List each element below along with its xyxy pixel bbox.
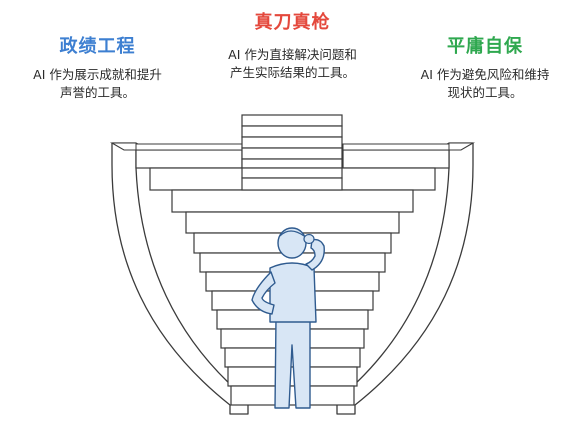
person-left-arm <box>251 271 276 315</box>
political-project-description: AI 作为展示成就和提升 声誉的工具。 <box>10 66 185 102</box>
political-project-desc-line-1: AI 作为展示成就和提升 <box>33 67 162 82</box>
mediocre-self-protection-desc-line-2: 现状的工具。 <box>447 85 523 100</box>
person-torso <box>269 262 317 323</box>
political-project-section: 政绩工程 AI 作为展示成就和提升 声誉的工具。 <box>10 36 185 102</box>
center-stack-plank <box>241 177 343 191</box>
mediocre-self-protection-section: 平庸自保 AI 作为避免风险和维持 现状的工具。 <box>395 36 575 102</box>
real-action-section: 真刀真枪 AI 作为直接解决问题和 产生实际结果的工具。 <box>195 12 390 82</box>
center-stack-plank <box>241 125 343 138</box>
right-top-shelf <box>342 149 450 169</box>
stair-step <box>230 385 355 406</box>
person-right-arm <box>305 238 325 271</box>
stair-step <box>227 366 358 387</box>
right-curved-pillar <box>336 142 474 415</box>
mediocre-self-protection-desc-line-1: AI 作为避免风险和维持 <box>420 67 550 82</box>
left-curved-pillar <box>111 142 249 415</box>
person-legs <box>274 317 311 409</box>
center-stack-plank <box>241 167 343 179</box>
person-head <box>277 227 307 259</box>
center-stack-plank <box>241 136 343 149</box>
real-action-description: AI 作为直接解决问题和 产生实际结果的工具。 <box>195 46 390 82</box>
real-action-desc-line-2: 产生实际结果的工具。 <box>229 65 355 80</box>
real-action-desc-line-1: AI 作为直接解决问题和 <box>228 47 357 62</box>
stair-step <box>171 189 414 213</box>
left-top-shelf-surface <box>135 143 243 151</box>
person-hand <box>303 233 315 245</box>
mediocre-self-protection-description: AI 作为避免风险和维持 现状的工具。 <box>395 66 575 102</box>
center-stack-plank <box>241 114 343 127</box>
center-stack-plank <box>241 158 343 169</box>
center-stack-plank <box>241 147 343 160</box>
right-top-shelf-surface <box>342 143 450 151</box>
thinking-person-figure <box>251 227 325 409</box>
left-top-shelf <box>135 149 243 169</box>
real-action-heading: 真刀真枪 <box>254 12 331 33</box>
center-step-stack <box>241 114 343 191</box>
political-project-heading: 政绩工程 <box>59 36 136 57</box>
political-project-desc-line-2: 声誉的工具。 <box>59 85 135 100</box>
mediocre-self-protection-heading: 平庸自保 <box>447 36 523 57</box>
person-hair <box>279 230 305 237</box>
step-group <box>135 143 450 406</box>
